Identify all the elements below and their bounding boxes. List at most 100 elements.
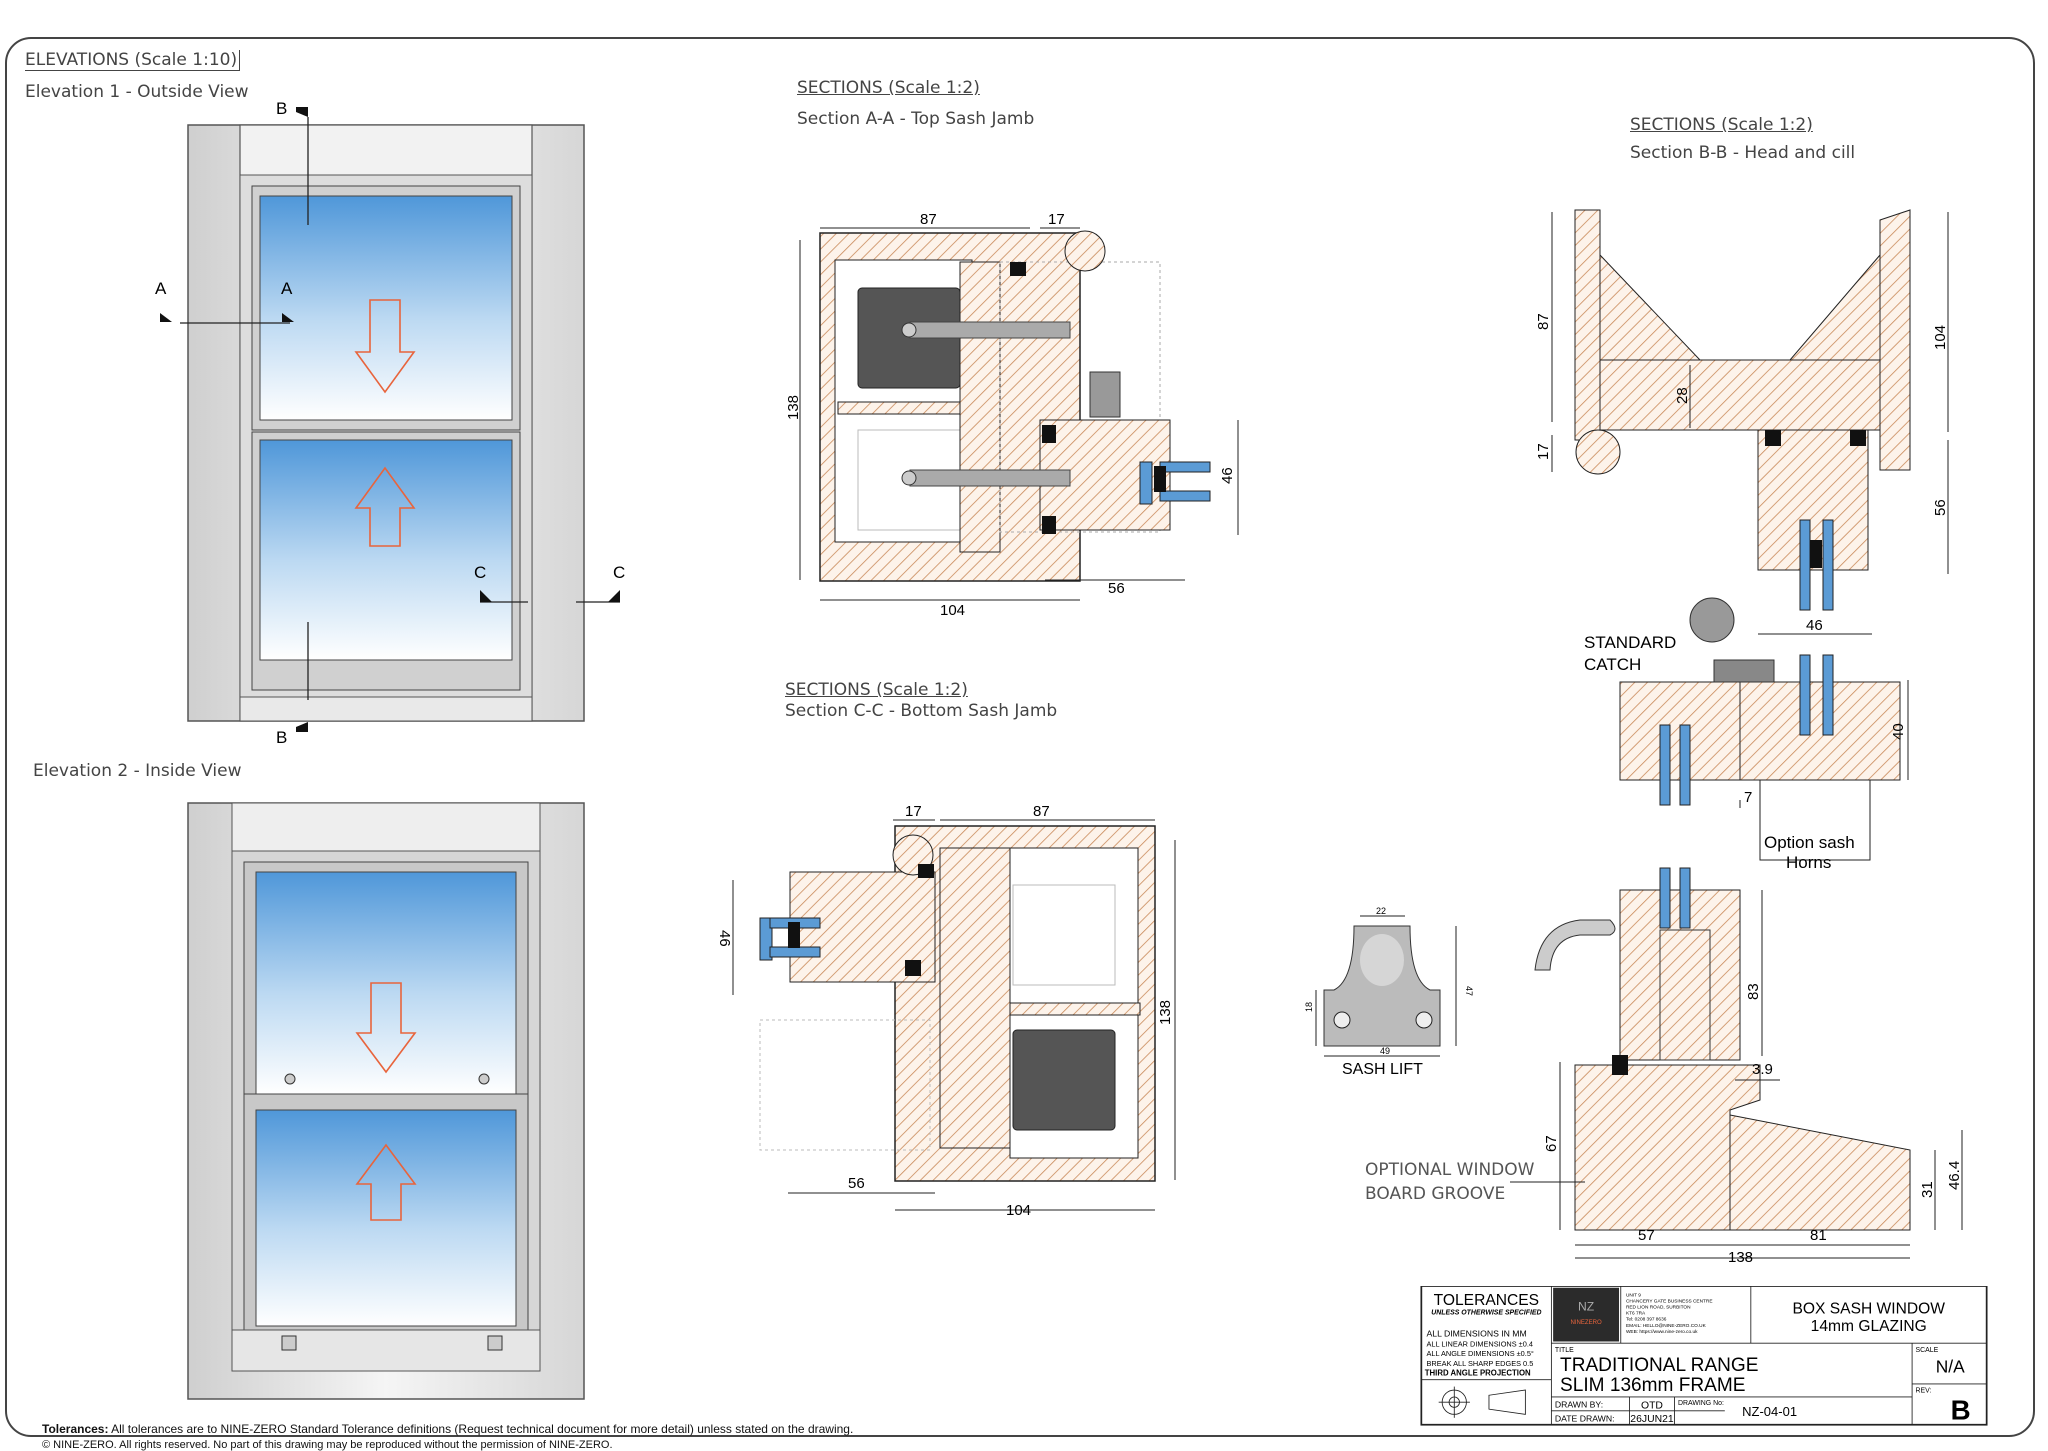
section-bb-title: SECTIONS (Scale 1:2)	[1630, 115, 1813, 135]
cc-dim-104: 104	[1006, 1202, 1031, 1219]
tb-tol-line-1: ALL DIMENSIONS IN MM	[1427, 1328, 1527, 1338]
tb-drawn-by-value: OTD	[1641, 1400, 1663, 1411]
horns-label-2: Horns	[1786, 853, 1831, 872]
tb-rev-value: B	[1951, 1395, 1971, 1426]
logo-top: NZ	[1578, 1299, 1595, 1313]
section-aa-title: SECTIONS (Scale 1:2)	[797, 78, 980, 98]
bb-dim-138: 138	[1728, 1249, 1753, 1266]
logo-bottom: NINEZERO	[1570, 1320, 1602, 1326]
drawing-border	[5, 37, 2035, 1437]
bb-dim-28: 28	[1674, 387, 1691, 404]
aa-dim-138: 138	[785, 395, 802, 420]
tb-drawn-by-label: DRAWN BY:	[1555, 1399, 1603, 1409]
tb-tol-line-4: BREAK ALL SHARP EDGES 0.5	[1427, 1359, 1534, 1368]
sash-lift-label: SASH LIFT	[1342, 1061, 1423, 1078]
aa-dim-17: 17	[1048, 211, 1065, 228]
marker-c-left: C	[474, 563, 486, 582]
bb-dim-104: 104	[1932, 325, 1949, 350]
sash-lift-drawing: 22 47 18 49 SASH LIFT	[1304, 906, 1474, 1078]
aa-dim-104: 104	[940, 602, 965, 619]
copyright-note: © NINE-ZERO. All rights reserved. No par…	[42, 1439, 613, 1451]
marker-a-right: A	[281, 279, 293, 298]
title-block: NZ NINEZERO TOLERANCES UNLESS OTHERWISE …	[1420, 1286, 1988, 1426]
groove-label-1: OPTIONAL WINDOW	[1365, 1160, 1535, 1180]
cc-dim-17: 17	[905, 803, 922, 820]
bb-dim-17: 17	[1535, 443, 1552, 460]
elevation-outside: B B A A C C	[155, 99, 625, 747]
bb-dim-40: 40	[1890, 723, 1907, 740]
standard-catch-label-2: CATCH	[1584, 655, 1641, 674]
tb-title-2: SLIM 136mm FRAME	[1560, 1375, 1745, 1396]
tb-title-1: TRADITIONAL RANGE	[1560, 1355, 1758, 1376]
marker-c-right: C	[613, 563, 625, 582]
tb-address-6: EMAIL: HELLO@NINE-ZERO.CO.UK	[1626, 1323, 1707, 1329]
tb-address-2: CHANCERY GATE BUSINESS CENTRE	[1626, 1298, 1713, 1304]
tb-address-4: KT6 7RA	[1626, 1311, 1646, 1317]
tb-rev-label: REV:	[1916, 1388, 1932, 1395]
tb-address-5: Tel: 0208 397 8636	[1626, 1317, 1667, 1323]
bb-dim-7: 7	[1744, 789, 1752, 806]
tb-projection: THIRD ANGLE PROJECTION	[1425, 1368, 1531, 1377]
tb-tol-line-3: ALL ANGLE DIMENSIONS ±0.5°	[1427, 1349, 1534, 1358]
aa-dim-46: 46	[1219, 467, 1236, 484]
elevation-2-label: Elevation 2 - Inside View	[33, 761, 242, 781]
elevation-inside	[187, 802, 585, 1400]
cc-dim-46: 46	[716, 930, 733, 947]
tb-product-1: BOX SASH WINDOW	[1792, 1301, 1945, 1318]
tb-address-7: WEB: https://www.nine-zero.co.uk	[1626, 1329, 1698, 1335]
tb-tol-line-2: ALL LINEAR DIMENSIONS ±0.4	[1427, 1340, 1533, 1349]
tb-product-2: 14mm GLAZING	[1811, 1318, 1927, 1335]
bb-dim-67: 67	[1543, 1135, 1560, 1152]
cc-dim-87: 87	[1033, 803, 1050, 820]
elevations-title: ELEVATIONS (Scale 1:10)	[25, 50, 241, 71]
tb-date-label: DATE DRAWN:	[1555, 1413, 1615, 1423]
tb-address-3: RED LION ROAD, SURBITON	[1626, 1305, 1691, 1311]
bb-dim-87: 87	[1535, 313, 1552, 330]
tb-drawing-no-label: DRAWING No:	[1678, 1400, 1724, 1407]
tb-scale-value: N/A	[1936, 1357, 1965, 1377]
sash-lift-dim-47: 47	[1464, 986, 1474, 996]
sash-lift-dim-49: 49	[1380, 1046, 1390, 1056]
section-cc-drawing: 17 87 46 138 56 104	[716, 803, 1176, 1219]
tb-scale-label: SCALE	[1916, 1347, 1939, 1354]
tb-tolerances-head: TOLERANCES	[1434, 1292, 1539, 1309]
section-cc-title: SECTIONS (Scale 1:2)	[785, 680, 968, 700]
bb-dim-46: 46	[1806, 617, 1823, 634]
horns-label-1: Option sash	[1764, 833, 1855, 852]
up-arrow-icon	[354, 466, 416, 547]
section-marker-icon	[296, 107, 308, 117]
tb-title-label: TITLE	[1555, 1347, 1574, 1354]
cc-dim-56: 56	[848, 1175, 865, 1192]
bb-dim-81: 81	[1810, 1227, 1827, 1244]
sash-lift-dim-22: 22	[1376, 906, 1386, 916]
section-aa-drawing: 87 17 138 46 56 104	[785, 211, 1239, 619]
marker-a-left: A	[155, 279, 167, 298]
section-bb-subtitle: Section B-B - Head and cill	[1630, 143, 1856, 163]
sash-lift-dim-18: 18	[1304, 1002, 1314, 1012]
tb-date-value: 26JUN21	[1630, 1414, 1674, 1425]
down-arrow-icon	[354, 299, 416, 394]
bb-dim-31: 31	[1919, 1181, 1936, 1198]
bb-dim-57: 57	[1638, 1227, 1655, 1244]
bb-dim-46-4: 46.4	[1946, 1161, 1963, 1190]
bb-dim-56: 56	[1932, 499, 1949, 516]
section-bb-drawing: 87 104 28 17 56 46 40 7 83 3.9 67 31 46.…	[1365, 209, 1963, 1266]
aa-dim-87: 87	[920, 211, 937, 228]
tb-drawing-no-value: NZ-04-01	[1742, 1404, 1797, 1419]
standard-catch-label-1: STANDARD	[1584, 633, 1676, 652]
marker-b-bottom: B	[276, 728, 287, 747]
marker-b-top: B	[276, 99, 287, 118]
elevation-1-label: Elevation 1 - Outside View	[25, 82, 249, 102]
aa-dim-56: 56	[1108, 580, 1125, 597]
bb-dim-3-9: 3.9	[1752, 1061, 1773, 1078]
bb-dim-83: 83	[1745, 983, 1762, 1000]
section-aa-subtitle: Section A-A - Top Sash Jamb	[797, 109, 1035, 129]
tolerances-note-bold: Tolerances:	[42, 1422, 109, 1436]
tolerances-note-text: All tolerances are to NINE-ZERO Standard…	[111, 1422, 854, 1436]
tb-tolerances-sub: UNLESS OTHERWISE SPECIFIED	[1431, 1310, 1541, 1317]
cc-dim-138: 138	[1157, 1000, 1174, 1025]
tb-address-1: UNIT 9	[1626, 1292, 1641, 1298]
section-cc-subtitle: Section C-C - Bottom Sash Jamb	[785, 701, 1058, 721]
groove-label-2: BOARD GROOVE	[1365, 1184, 1505, 1204]
